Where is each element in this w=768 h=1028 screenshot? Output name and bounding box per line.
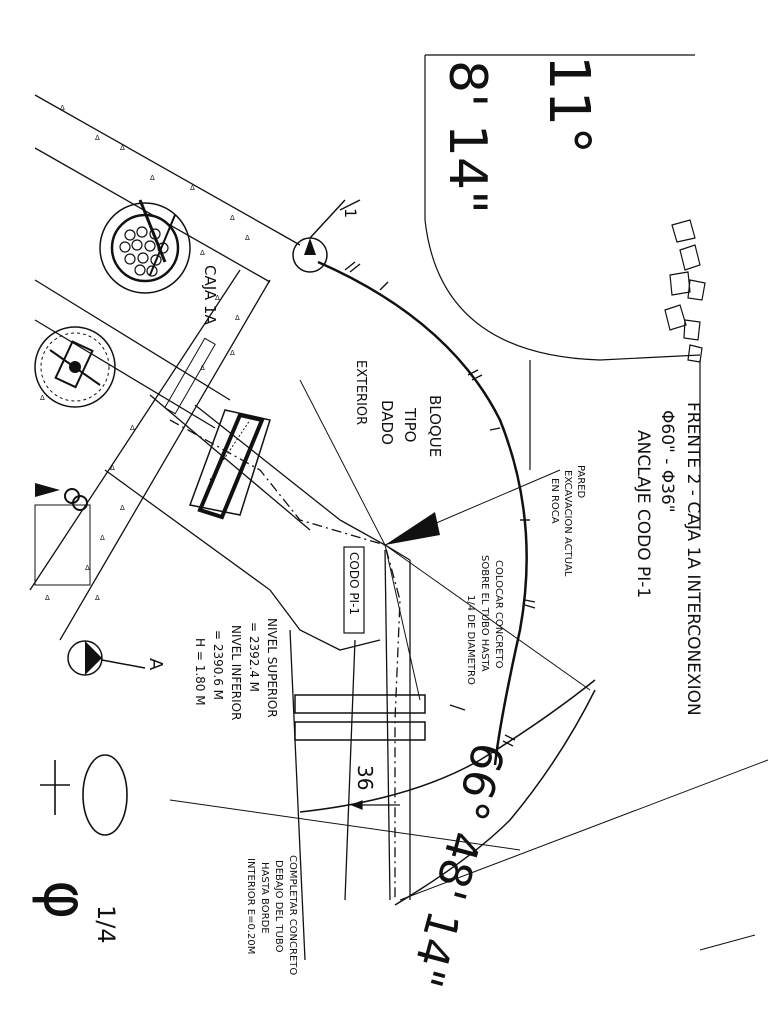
curb-hatch-marks: Δ Δ Δ Δ Δ Δ Δ Δ Δ Δ Δ Δ Δ Δ Δ Δ Δ Δ Δ Δ (40, 104, 250, 602)
valve-symbol (35, 483, 88, 511)
angle-top-degree-label: 11° (536, 55, 601, 154)
svg-text:Δ: Δ (110, 464, 115, 472)
road-strip (29, 94, 301, 641)
colocar-label-2: SOBRE EL TUBO HASTA (479, 555, 490, 672)
colocar-label-1: COLOCAR CONCRETO (493, 560, 504, 669)
svg-text:Δ: Δ (200, 364, 205, 372)
svg-text:Δ: Δ (60, 104, 65, 112)
bend-center-marker (385, 512, 440, 545)
svg-text:Δ: Δ (120, 144, 125, 152)
completar-label-1: COMPLETAR CONCRETO (287, 855, 298, 975)
angle-bottom-label: 66° 48' 14" (400, 737, 514, 992)
diameter-label: 36 (353, 765, 377, 790)
section-bottom-label: A (145, 658, 166, 671)
title-line1: FRENTE 2 - CAJA 1A INTERCONEXION (683, 402, 703, 716)
svg-text:Δ: Δ (95, 594, 100, 602)
bloque-label-2: TIPO (401, 407, 419, 442)
left-box (34, 504, 91, 586)
fraction-bottom-label: 1/4 (92, 905, 120, 944)
caja-label: CAJA 1A (201, 265, 219, 325)
bloque-label-3: DADO (378, 400, 396, 445)
nivel-label-2: = 2392.4 M (247, 622, 261, 692)
nivel-label-3: NIVEL INFERIOR (229, 625, 243, 720)
svg-text:Δ: Δ (230, 214, 235, 222)
pared-label-3: EN ROCA (549, 478, 560, 524)
grated-manhole (99, 199, 191, 294)
pipe-flange (294, 694, 426, 741)
svg-text:Δ: Δ (230, 349, 235, 357)
section-marker-bottom (67, 640, 146, 676)
colocar-label-3: 1/4 DE DIAMETRO (465, 595, 476, 685)
svg-text:Δ: Δ (130, 424, 135, 432)
bottom-symbols (40, 754, 128, 836)
nivel-label-4: = 2390.6 M (211, 630, 225, 700)
angle-top-label: 8' 14" (437, 60, 497, 214)
svg-text:Δ: Δ (95, 134, 100, 142)
completar-label-4: INTERIOR E=0.20M (245, 858, 256, 954)
svg-text:Δ: Δ (40, 394, 45, 402)
completar-label-3: HASTA BORDE (259, 862, 270, 934)
codo-label: CODO PI-1 (347, 552, 361, 615)
svg-text:Δ: Δ (150, 174, 155, 182)
roundabout-island (424, 54, 701, 530)
svg-text:Δ: Δ (100, 534, 105, 542)
arc-hatch (344, 261, 536, 747)
pared-label-1: PARED (575, 465, 586, 498)
section-top-label: 1 (341, 208, 360, 218)
svg-text:Δ: Δ (215, 294, 220, 302)
section-marker-top (292, 199, 361, 273)
svg-text:Δ: Δ (45, 594, 50, 602)
fraction-glyph: φ (30, 880, 100, 920)
svg-text:Δ: Δ (85, 564, 90, 572)
rock-blocks (664, 219, 706, 363)
bloque-label-4: EXTERIOR (353, 360, 368, 425)
svg-text:Δ: Δ (235, 314, 240, 322)
nivel-label-1: NIVEL SUPERIOR (265, 618, 279, 718)
nivel-label-5: H = 1.80 M (193, 638, 207, 706)
completar-label-2: DEBAJO DEL TUBO (273, 860, 284, 953)
svg-text:Δ: Δ (245, 234, 250, 242)
title-line2: Φ60" - Φ36" (657, 410, 677, 513)
bloque-label-1: BLOQUE (426, 395, 444, 457)
valve-manhole (34, 326, 116, 408)
svg-text:Δ: Δ (120, 504, 125, 512)
diameter-dimension (350, 800, 400, 810)
codo-box: CODO PI-1 (343, 546, 365, 634)
svg-text:Δ: Δ (200, 249, 205, 257)
main-pipe (104, 394, 411, 961)
svg-text:Δ: Δ (190, 184, 195, 192)
pared-label-2: EXCAVACION ACTUAL (562, 470, 573, 577)
title-line3: ANCLAJE CODO PI-1 (633, 430, 653, 598)
pipe-collar (164, 337, 271, 520)
